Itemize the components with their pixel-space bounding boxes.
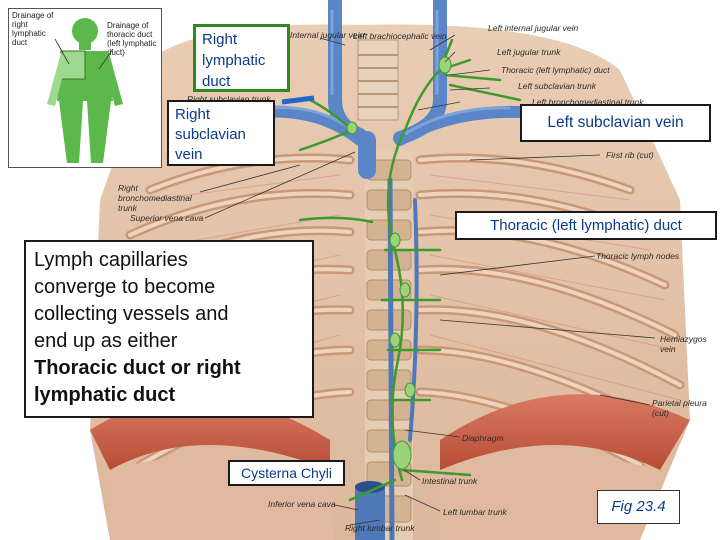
label-left-internal-jugular-vein: Left internal jugular vein (488, 23, 579, 33)
label-left-brachiocephalic-vein: Left brachiocephalic vein (353, 31, 447, 41)
label-right-subclavian-trunk: Right subclavian trunk (187, 94, 271, 104)
drainage-inset: Drainage of right lymphatic duct Drainag… (8, 8, 162, 168)
label-hemiazygos-vein: Hemiazygos vein (660, 334, 707, 354)
lymph-nodes (346, 56, 452, 470)
label-internal-jugular-vein: Internal jugular vein (290, 30, 365, 40)
inset-label-right-lymphatic: Drainage of right lymphatic duct (12, 11, 54, 47)
inset-label-thoracic-duct: Drainage of thoracic duct (left lymphati… (107, 21, 157, 57)
main-text-line-6: lymphatic duct (34, 384, 176, 406)
label-left-jugular-trunk: Left jugular trunk (497, 47, 561, 57)
label-inferior-vena-cava: Inferior vena cava (268, 499, 336, 509)
callout-left-subclavian-vein: Left subclavian vein (520, 104, 711, 142)
label-left-bronchomediastinal-trunk: Left bronchomediastinal trunk (532, 97, 644, 107)
label-superior-vena-cava: Superior vena cava (130, 213, 204, 223)
right-lymphatic-duct-marker (281, 95, 315, 105)
label-left-lumbar-trunk: Left lumbar trunk (443, 507, 507, 517)
label-intestinal-trunk: Intestinal trunk (422, 476, 478, 486)
main-text-line-1: Lymph capillaries (34, 249, 188, 271)
body-silhouette (47, 18, 123, 163)
callout-thoracic-duct: Thoracic (left lymphatic) duct (455, 211, 717, 240)
vein-highlights (269, 10, 511, 136)
diaphragm-right (440, 394, 690, 470)
label-right-lumbar-trunk: Right lumbar trunk (345, 523, 415, 533)
label-diaphragm: Diaphragm (462, 433, 504, 443)
callout-right-lymphatic-duct: Right lymphatic duct (193, 24, 290, 92)
inferior-vena-cava-vessel (355, 481, 385, 540)
label-thoracic-duct-small: Thoracic (left lymphatic) duct (501, 65, 610, 75)
label-right-bronchomediastinal-trunk: Right bronchomediastinal trunk (118, 183, 192, 213)
callout-cysterna-chyli: Cysterna Chyli (228, 460, 345, 486)
callout-right-subclavian-vein: Right subclavian vein (167, 100, 275, 166)
figure-number: Fig 23.4 (597, 490, 680, 524)
label-parietal-pleura: Parietal pleura (cut) (652, 398, 707, 418)
label-thoracic-lymph-nodes: Thoracic lymph nodes (596, 251, 680, 261)
main-text-line-2: converge to become (34, 276, 216, 298)
label-left-subclavian-trunk: Left subclavian trunk (518, 81, 596, 91)
main-text-line-5: Thoracic duct or right (34, 357, 241, 379)
main-text-line-3: collecting vessels and (34, 303, 229, 325)
leader-lines (199, 34, 656, 526)
main-text-box: Lymph capillaries converge to become col… (24, 240, 314, 418)
main-text-line-4: end up as either (34, 330, 178, 352)
lymph-vessels (298, 38, 522, 502)
trachea (357, 39, 399, 121)
label-first-rib: First rib (cut) (606, 150, 654, 160)
